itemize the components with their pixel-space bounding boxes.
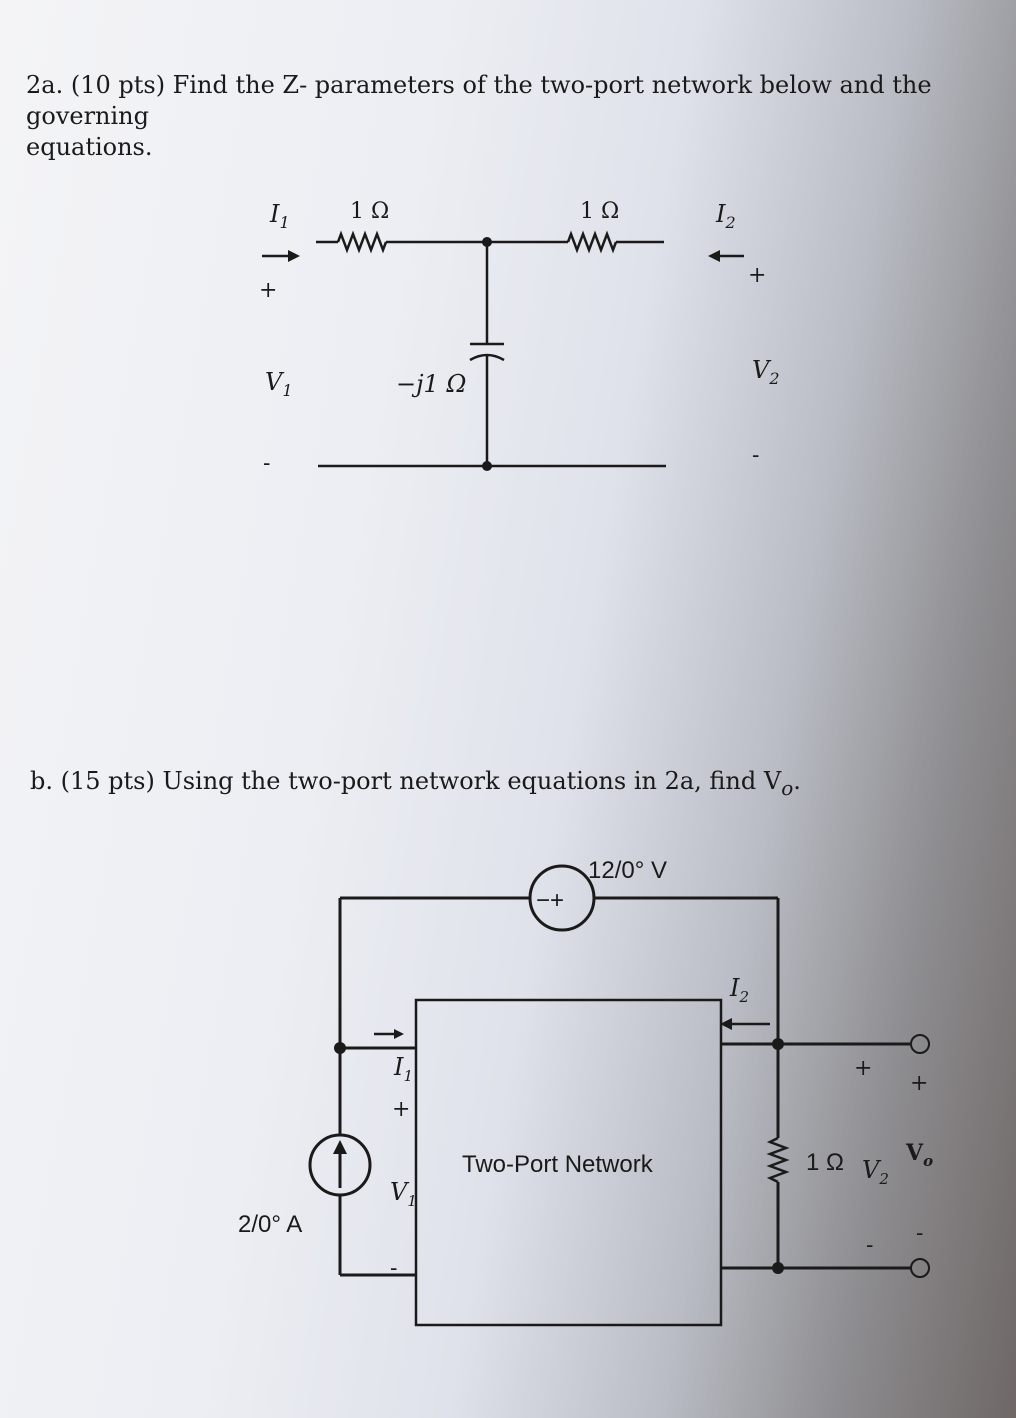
terminal-plus-icon xyxy=(910,1034,930,1054)
v1-label: V1 xyxy=(390,1178,417,1210)
two-port-box xyxy=(414,998,723,1327)
problem-a-line2: equations. xyxy=(26,133,153,161)
port1-minus: - xyxy=(390,1256,397,1281)
port1-minus: - xyxy=(263,451,270,476)
problem-b-main: b. (15 pts) Using the two-port network e… xyxy=(30,767,782,795)
port2-minus: - xyxy=(752,443,759,468)
arrow-head-icon xyxy=(720,1018,732,1030)
problem-b-sub: o xyxy=(781,775,794,800)
problem-b-end: . xyxy=(793,767,801,795)
arrow-head-icon xyxy=(333,1140,347,1154)
i2-label: I2 xyxy=(715,200,736,232)
arrow-head-icon xyxy=(708,250,720,262)
problem-a-line1: 2a. (10 pts) Find the Z- parameters of t… xyxy=(26,71,932,130)
capacitor-label: −j1 Ω xyxy=(396,370,466,398)
v2-label: V2 xyxy=(862,1156,889,1188)
vo-plus: + xyxy=(910,1071,928,1096)
resistor-r1-icon xyxy=(336,230,388,254)
load-resistor-icon xyxy=(766,1136,790,1184)
resistor-r2-icon xyxy=(566,230,618,254)
problem-b-text: b. (15 pts) Using the two-port network e… xyxy=(30,766,930,804)
network-label: Two-Port Network xyxy=(462,1151,654,1178)
problem-a-text: 2a. (10 pts) Find the Z- parameters of t… xyxy=(26,70,1006,163)
node-dot xyxy=(772,1262,784,1274)
port1-plus: + xyxy=(259,278,277,303)
isource-label: 2/0° A xyxy=(238,1211,302,1238)
port2-plus: + xyxy=(854,1056,872,1081)
terminal-minus-icon xyxy=(910,1258,930,1278)
vsource-label: 12/0° V xyxy=(588,857,667,884)
r2-label: 1 Ω xyxy=(580,199,619,224)
i1-label: I1 xyxy=(393,1053,413,1085)
v1-label: V1 xyxy=(265,368,293,400)
port2-minus: - xyxy=(866,1233,873,1258)
port1-plus: + xyxy=(392,1097,410,1122)
vo-label: Vo xyxy=(905,1140,933,1170)
i2-label: I2 xyxy=(729,974,749,1006)
vo-minus: - xyxy=(916,1221,923,1246)
r1-label: 1 Ω xyxy=(350,199,389,224)
vs-polarity: −+ xyxy=(536,887,564,914)
v2-label: V2 xyxy=(752,356,780,388)
arrow-head-icon xyxy=(394,1029,404,1039)
arrow-head-icon xyxy=(288,250,300,262)
i1-label: I1 xyxy=(269,200,290,232)
port2-plus: + xyxy=(748,263,766,288)
load-label: 1 Ω xyxy=(806,1149,844,1176)
